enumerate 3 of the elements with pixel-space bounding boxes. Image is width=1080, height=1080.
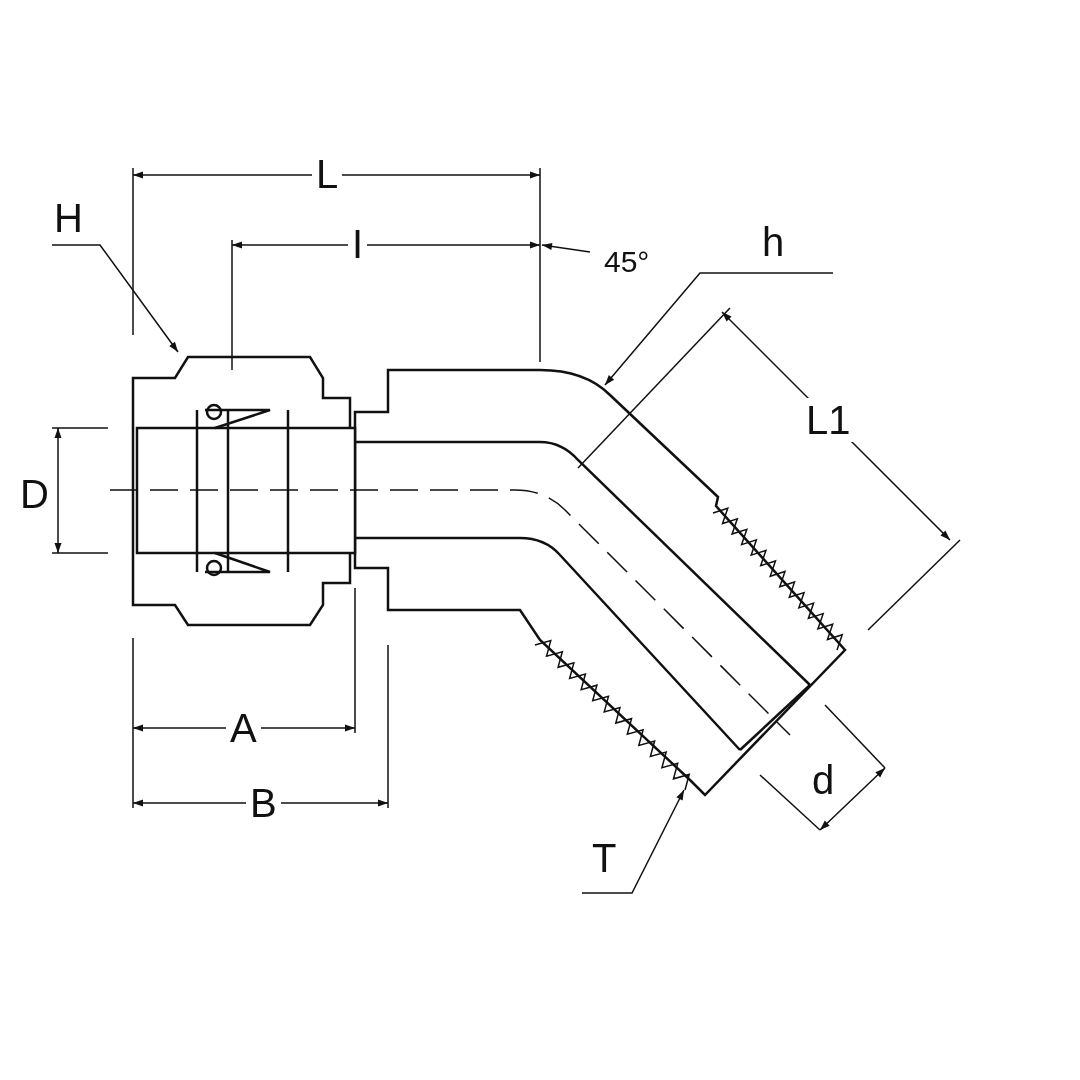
- leader-line: [51, 244, 179, 353]
- leader-line: [581, 789, 685, 894]
- threaded-body-drawing: [353, 368, 847, 797]
